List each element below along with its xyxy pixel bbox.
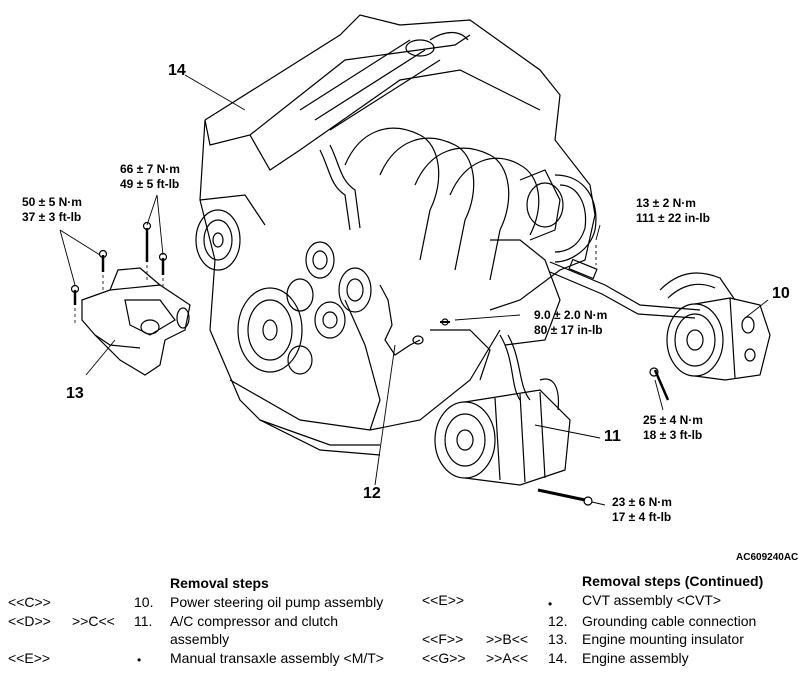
- torque-metric: 13 ± 2 N·m: [636, 196, 696, 210]
- torque-spec-ground-bolt: 9.0 ± 2.0 N·m 80 ± 17 in-lb: [534, 308, 607, 338]
- torque-imperial: 111 ± 22 in-lb: [636, 211, 710, 225]
- label-part-10: 10: [772, 285, 790, 302]
- grounding-cable: [379, 284, 450, 356]
- torque-metric: 50 ± 5 N·m: [22, 195, 82, 209]
- bullet-icon: •: [137, 653, 142, 667]
- step-ref-install: >>C<<: [72, 613, 115, 629]
- leader-lines: [59, 74, 769, 506]
- step-text: Manual transaxle assembly <M/T>: [170, 650, 384, 666]
- bullet-icon: •: [548, 597, 553, 611]
- step-ref: <<E>>: [8, 650, 51, 666]
- step-ref-install: >>A<<: [486, 650, 529, 666]
- figure-id: AC609240AC: [736, 552, 799, 563]
- step-ref: <<C>>: [8, 594, 51, 610]
- torque-imperial: 80 ± 17 in-lb: [534, 323, 603, 337]
- step-text: Power steering oil pump assembly: [170, 594, 384, 610]
- step-text: CVT assembly <CVT>: [582, 592, 722, 608]
- step-ref-install: >>B<<: [486, 631, 529, 647]
- power-steering-pump: [549, 258, 771, 401]
- label-part-11: 11: [604, 428, 621, 445]
- torque-spec-pipe-bolt: 13 ± 2 N·m 111 ± 22 in-lb: [636, 196, 710, 226]
- step-number: 10.: [134, 594, 154, 610]
- step-text: assembly: [170, 631, 230, 647]
- removal-steps-continued-header: Removal steps (Continued): [582, 573, 764, 589]
- torque-metric: 25 ± 4 N·m: [643, 413, 703, 427]
- torque-metric: 9.0 ± 2.0 N·m: [534, 308, 608, 322]
- label-part-13: 13: [66, 385, 84, 402]
- step-number: 13.: [548, 631, 568, 647]
- torque-imperial: 37 ± 3 ft-lb: [22, 210, 82, 224]
- torque-metric: 23 ± 6 N·m: [612, 495, 672, 509]
- engine-mount: [70, 221, 191, 376]
- torque-spec-compressor-bolt: 23 ± 6 N·m 17 ± 4 ft-lb: [612, 495, 672, 525]
- step-ref: <<F>>: [422, 631, 464, 647]
- step-number: 11.: [134, 613, 153, 629]
- step-text: A/C compressor and clutch: [170, 613, 339, 629]
- torque-imperial: 18 ± 3 ft-lb: [643, 428, 703, 442]
- engine-block: [199, 14, 597, 456]
- torque-imperial: 17 ± 4 ft-lb: [612, 510, 672, 524]
- torque-spec-pump-bolt: 25 ± 4 N·m 18 ± 3 ft-lb: [643, 413, 703, 443]
- label-part-12: 12: [363, 485, 381, 502]
- torque-metric: 66 ± 7 N·m: [120, 162, 180, 176]
- torque-imperial: 49 ± 5 ft-lb: [120, 177, 180, 191]
- step-ref: <<G>>: [422, 650, 466, 666]
- torque-spec-mount-lower: 50 ± 5 N·m 37 ± 3 ft-lb: [22, 195, 82, 225]
- crankshaft-pulleys: [195, 209, 372, 375]
- label-part-14: 14: [168, 62, 186, 79]
- step-number: 12.: [548, 613, 568, 629]
- step-text: Grounding cable connection: [582, 613, 757, 629]
- step-text: Engine mounting insulator: [582, 631, 744, 647]
- removal-steps-header: Removal steps: [170, 575, 269, 591]
- step-ref: <<E>>: [422, 592, 465, 608]
- step-text: Engine assembly: [582, 650, 689, 666]
- engine-illustration: [59, 14, 771, 506]
- step-ref: <<D>>: [8, 613, 51, 629]
- ac-compressor: [434, 334, 593, 506]
- step-number: 14.: [548, 650, 568, 666]
- torque-spec-mount-upper: 66 ± 7 N·m 49 ± 5 ft-lb: [120, 162, 180, 192]
